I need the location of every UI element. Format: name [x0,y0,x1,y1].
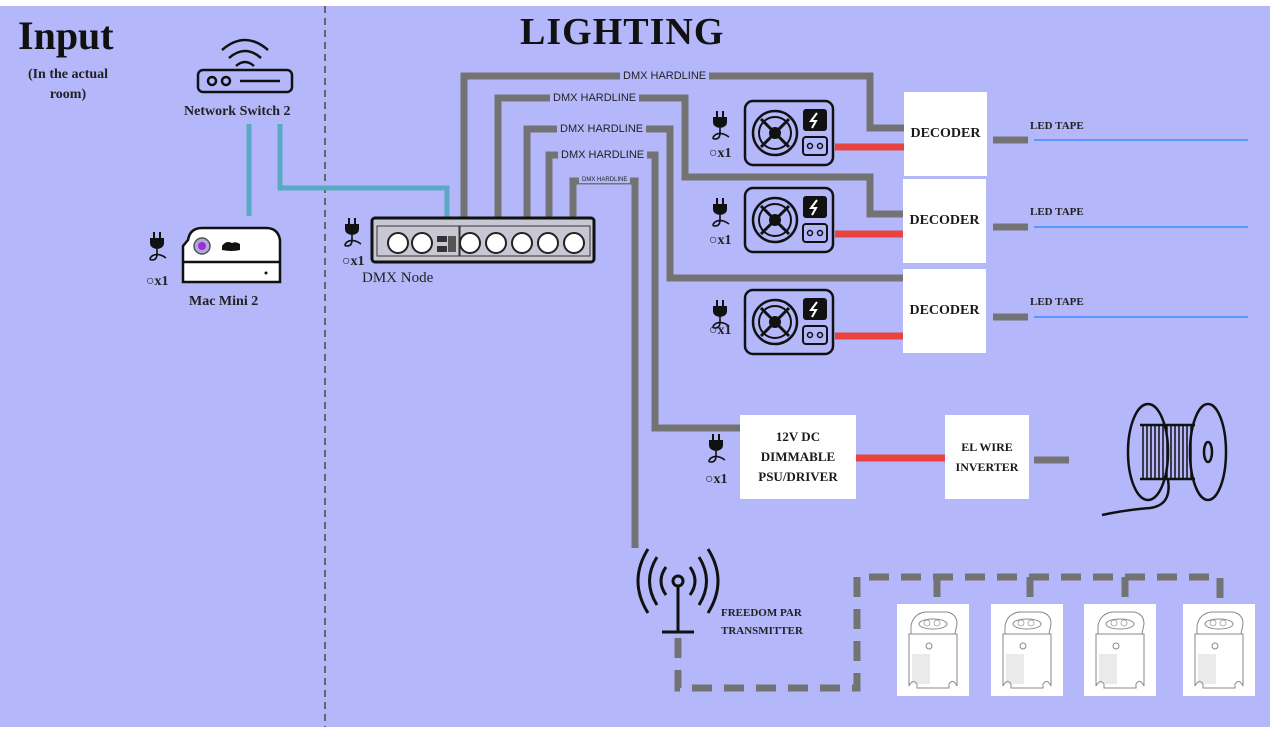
power-plug-icon-driver [708,434,726,463]
antenna-icon [636,548,720,634]
decoder-label-1: DECODER [910,126,981,141]
section-title-input: Input [18,13,114,58]
mac-mini-icon [181,226,282,284]
decoder-box-1: DECODER [904,92,987,176]
psu-icon-3 [743,288,835,356]
driver-line-3: PSU/DRIVER [758,469,838,484]
freedom-par-fixture [897,604,969,696]
driver-line-1: 12V DC [775,429,821,444]
freedom-par-fixture [1084,604,1156,696]
section-subtitle-input: (In the actual room) [27,67,109,102]
power-plug-icon-psu1 [712,111,730,140]
decoder-label-3: DECODER [909,303,980,318]
dmx-node-label: DMX Node [362,270,434,286]
dmx-hardline-label-2: DMX HARDLINE [550,92,640,104]
decoder-box-3: DECODER [903,269,986,353]
dmx-cable-3 [523,125,905,282]
dmx-hardline-label-1: DMX HARDLINE [620,70,710,82]
power-plug-icon-mac [149,232,167,261]
led-tape-label-2: LED TAPE [1030,206,1084,218]
freedom-par-fixture [991,604,1063,696]
dmx-cable-4 [545,151,740,432]
el-wire-spool-icon [1101,402,1228,517]
psu-qty-2: ○x1 [709,233,732,248]
dmx-hardline-label-5: DMX HARDLINE [579,177,631,183]
dimmable-driver-box: 12V DC DIMMABLE PSU/DRIVER [740,415,856,499]
driver-line-2: DIMMABLE [760,449,836,464]
dmx-hardline-label-4: DMX HARDLINE [558,149,648,161]
inverter-line-1: EL WIRE [961,440,1013,454]
dmx-cable-2 [494,94,905,218]
power-plug-icon-node [344,218,362,247]
network-switch-label: Network Switch 2 [184,104,291,119]
network-switch-icon [196,38,294,94]
par-light-icon [1002,611,1052,689]
par-light-icon [1095,611,1145,689]
power-plug-icon-psu2 [712,198,730,227]
transmitter-line-2: TRANSMITTER [721,625,803,637]
dmx-node-qty: ○x1 [342,254,365,269]
dmx-hardline-label-3: DMX HARDLINE [557,123,647,135]
decoder-box-2: DECODER [903,179,986,263]
led-tape-label-1: LED TAPE [1030,120,1084,132]
dmx-cable-1 [460,72,905,217]
psu-qty-1: ○x1 [709,146,732,161]
power-plug-icon-psu3 [712,300,730,329]
transmitter-line-1: FREEDOM PAR [721,607,802,619]
psu-icon-1 [743,99,835,167]
led-tape-label-3: LED TAPE [1030,296,1084,308]
psu-icon-2 [743,186,835,254]
mac-mini-qty: ○x1 [146,274,169,289]
mac-mini-label: Mac Mini 2 [189,294,259,309]
par-light-icon [1194,611,1244,689]
par-light-icon [908,611,958,689]
decoder-label-2: DECODER [909,213,980,228]
dmx-node-device [370,216,596,264]
inverter-line-2: INVERTER [955,460,1019,474]
psu-qty-3: ○x1 [709,323,732,338]
el-inverter-box: EL WIRE INVERTER [945,415,1029,499]
driver-qty: ○x1 [705,472,728,487]
section-title-lighting: LIGHTING [520,11,725,53]
transmitter-label: FREEDOM PAR TRANSMITTER [721,604,803,640]
network-cable-node [277,124,450,219]
wireless-link-to-pars [674,573,1224,692]
freedom-par-fixture [1183,604,1255,696]
